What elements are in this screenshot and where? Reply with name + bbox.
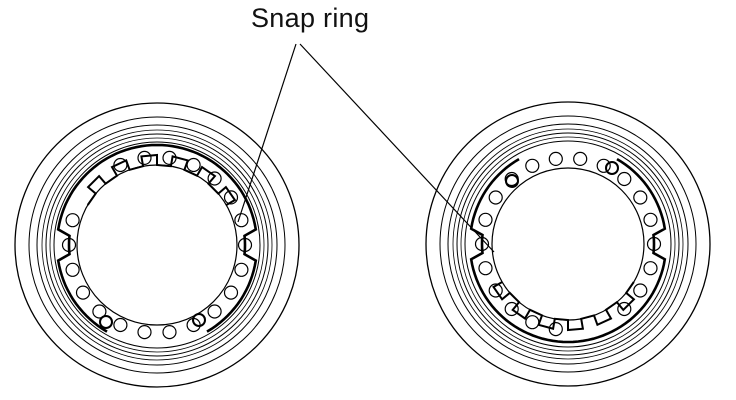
outer-rim <box>425 101 711 387</box>
groove-ring <box>447 123 689 365</box>
groove-ring <box>45 133 269 357</box>
snap-ring-eye-top-left <box>505 174 519 188</box>
groove-ring <box>460 136 676 352</box>
ball <box>186 157 201 173</box>
ball <box>525 315 540 330</box>
ball <box>207 171 222 186</box>
ball <box>548 322 563 337</box>
ball <box>113 317 128 333</box>
groove-rings <box>36 124 278 366</box>
ball <box>617 301 632 317</box>
ball <box>223 285 239 300</box>
ball <box>61 237 77 253</box>
ball <box>633 190 648 205</box>
groove-ring <box>49 137 265 353</box>
left-assembly <box>14 102 300 388</box>
ball <box>162 325 177 340</box>
ball <box>478 261 493 276</box>
groove-ring <box>53 141 261 349</box>
ball <box>237 237 253 253</box>
snap-ring <box>469 157 667 344</box>
ball <box>92 304 107 319</box>
ball <box>596 158 611 173</box>
ball <box>234 262 249 277</box>
snap-ring-eye-top-right <box>605 161 619 175</box>
groove-ring <box>41 129 273 361</box>
snap-ring-eye-right <box>192 313 206 327</box>
groove-ring <box>464 140 672 348</box>
outer-rim-inner <box>439 115 697 373</box>
ball <box>137 325 152 340</box>
ball <box>65 213 80 228</box>
ball <box>488 190 503 205</box>
groove-ring <box>452 128 684 360</box>
ball <box>525 158 540 173</box>
bore <box>491 167 645 321</box>
leader-line-right <box>299 43 495 253</box>
ball <box>234 213 249 228</box>
ball <box>223 190 239 205</box>
ball <box>504 301 519 317</box>
snap-ring-eye-left <box>99 315 113 329</box>
ball-row <box>474 151 662 337</box>
groove-ring <box>456 132 680 356</box>
ball <box>65 262 80 277</box>
right-assembly <box>425 101 711 387</box>
ball <box>643 261 658 276</box>
bore <box>76 164 238 326</box>
ball <box>633 283 648 298</box>
ball <box>573 151 588 166</box>
groove-ring <box>36 124 278 366</box>
ball <box>474 236 490 252</box>
ball <box>488 283 503 298</box>
groove-rings <box>447 123 689 365</box>
snap-ring <box>56 143 258 333</box>
ball <box>548 151 563 166</box>
ball-row <box>61 150 253 340</box>
ball <box>207 304 222 319</box>
ball <box>75 285 91 300</box>
outer-rim-inner <box>28 116 286 374</box>
ball <box>162 150 177 165</box>
outer-rim <box>14 102 300 388</box>
ball <box>643 212 658 227</box>
leader-line-left <box>237 43 297 223</box>
leader-lines <box>237 43 495 253</box>
ball <box>617 171 632 187</box>
ball <box>137 150 152 165</box>
snap-ring-label: Snap ring <box>251 3 370 33</box>
ball <box>478 212 493 227</box>
ball <box>646 236 662 252</box>
